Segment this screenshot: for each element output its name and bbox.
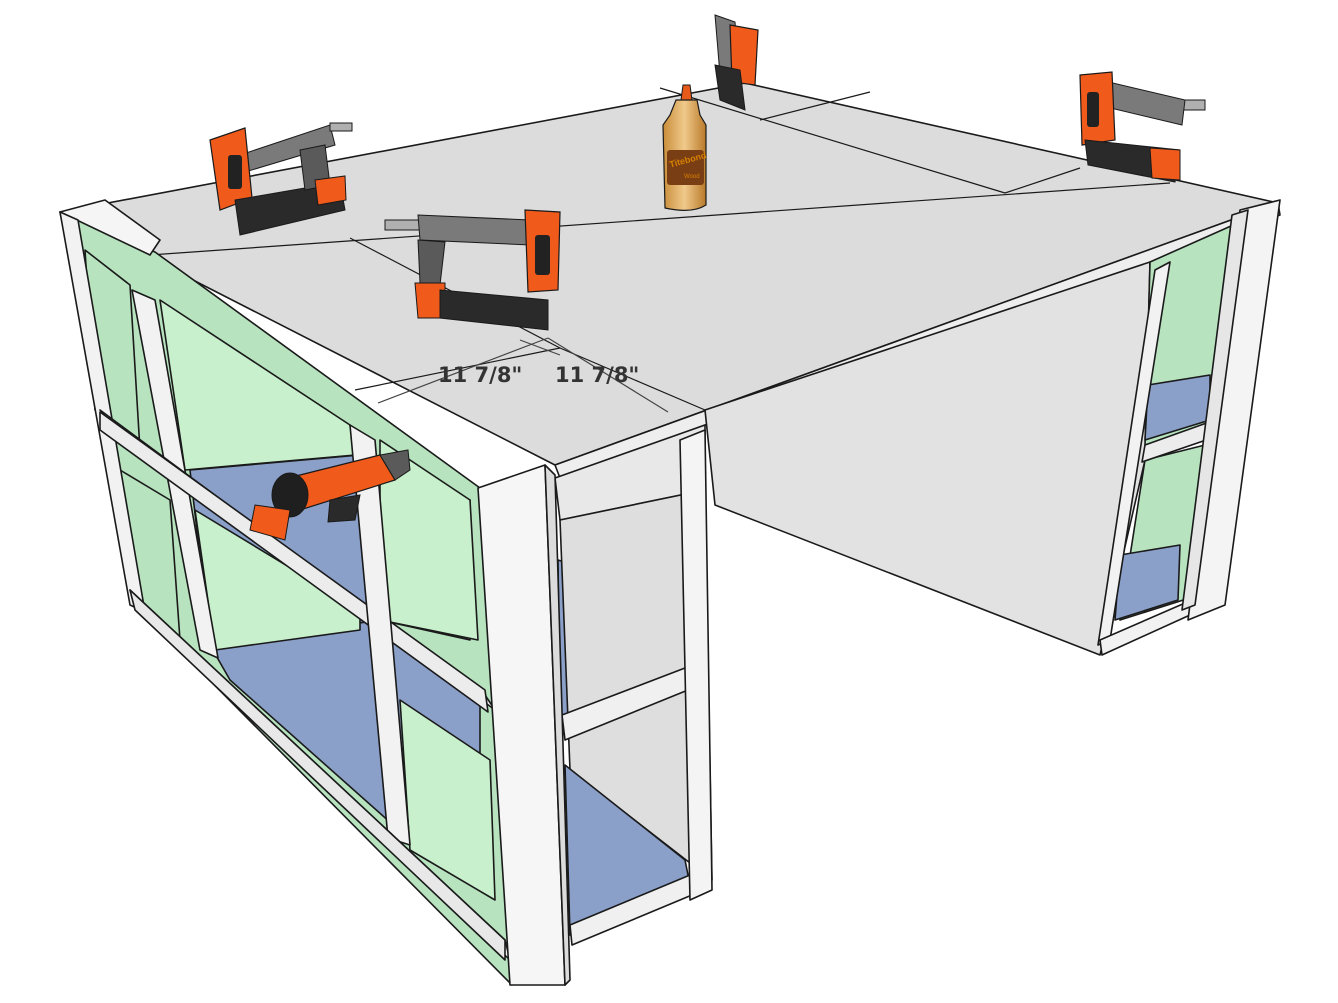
right-cubby-unit	[1097, 199, 1281, 656]
glue-bottle-icon: Titebond Wood	[662, 84, 707, 211]
dimension-line-right	[547, 337, 669, 413]
dimension-label-right: 11 7/8"	[555, 363, 639, 387]
brad-nailer-icon-1	[209, 122, 353, 236]
heat-gun-icon	[249, 449, 411, 541]
left-cubby-interior	[84, 249, 496, 901]
brad-nailer-icon-4	[1079, 71, 1206, 183]
left-side-frame	[59, 199, 511, 961]
glue-product: Wood	[684, 174, 700, 180]
top-seam-back	[149, 182, 1171, 256]
left-cubby-front	[477, 424, 713, 986]
brad-nailer-icon-3	[714, 14, 759, 111]
dimension-annotations: 11 7/8" 11 7/8"	[377, 337, 669, 413]
dimension-label-left: 11 7/8"	[438, 363, 522, 387]
brad-nailer-icon-2	[384, 209, 561, 331]
dimension-line-left	[377, 337, 549, 404]
